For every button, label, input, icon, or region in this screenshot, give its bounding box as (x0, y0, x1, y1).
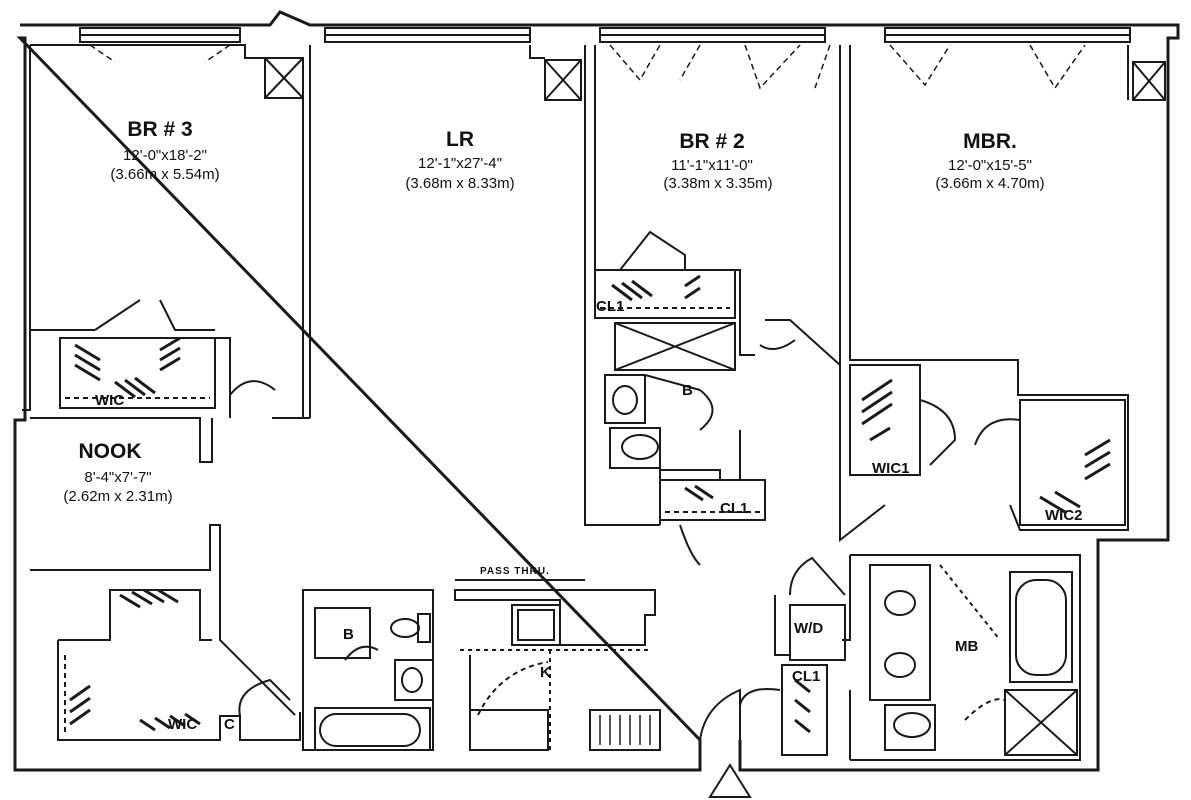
room-mbr-metric: (3.66m x 4.70m) (935, 175, 1045, 192)
laundry-wd (774, 556, 846, 661)
room-lr-name: LR (446, 128, 474, 151)
mbr-wic2 (974, 399, 1126, 526)
nook-walls (30, 417, 296, 716)
room-mbr-name: MBR. (963, 130, 1017, 153)
label-pass-thru: PASS THRU. (480, 566, 550, 577)
label-wic1-mbr: WIC1 (872, 460, 910, 477)
windows-top (79, 27, 1131, 43)
label-k: K (540, 664, 551, 681)
br2-bath (604, 322, 741, 525)
label-c-bottom: C (224, 716, 235, 733)
room-br3-name: BR # 3 (127, 118, 193, 141)
bath-hall (302, 589, 434, 751)
wic-bottom (57, 588, 301, 741)
label-wic-bottom: WIC (168, 716, 198, 733)
room-nook-name: NOOK (78, 440, 142, 463)
label-wic2-mbr: WIC2 (1045, 507, 1083, 524)
master-bath (842, 554, 1081, 761)
label-cl1-lower: CL1 (720, 500, 749, 517)
room-lr-metric: (3.68m x 8.33m) (405, 175, 515, 192)
label-b-hall: B (343, 626, 354, 643)
mbr-wic1 (849, 364, 957, 476)
label-mb: MB (955, 638, 979, 655)
room-br2-name: BR # 2 (679, 130, 745, 153)
chases (264, 57, 1166, 101)
room-br3-metric: (3.66m x 5.54m) (110, 166, 220, 183)
room-lr-imperial: 12'-1"x27'-4" (418, 155, 502, 172)
label-wic-br3: WIC (95, 392, 125, 409)
closet-cl1-lower (659, 479, 766, 566)
entry-triangle (708, 763, 752, 798)
label-cl1-mb: CL1 (792, 668, 821, 685)
br2-closet (594, 269, 736, 319)
kitchen (454, 579, 661, 751)
closet-cl1-mb (739, 664, 828, 756)
room-br2-metric: (3.38m x 3.35m) (663, 175, 773, 192)
outer-wall (13, 10, 1180, 772)
br3-wic-closet (59, 336, 216, 409)
label-b-br2: B (682, 382, 693, 399)
br3-walls (30, 44, 304, 419)
room-mbr-imperial: 12'-0"x15'-5" (948, 157, 1032, 174)
room-nook-metric: (2.62m x 2.31m) (63, 488, 173, 505)
label-wd: W/D (794, 620, 824, 637)
room-br3-imperial: 12'-0"x18'-2" (123, 147, 207, 164)
room-br2-imperial: 11'-1"x11'-0" (671, 157, 753, 174)
label-cl1-br2: CL1 (596, 298, 625, 315)
mbr-walls (839, 45, 1129, 543)
window-swings (89, 44, 1086, 90)
room-nook-imperial: 8'-4"x7'-7" (84, 469, 152, 486)
